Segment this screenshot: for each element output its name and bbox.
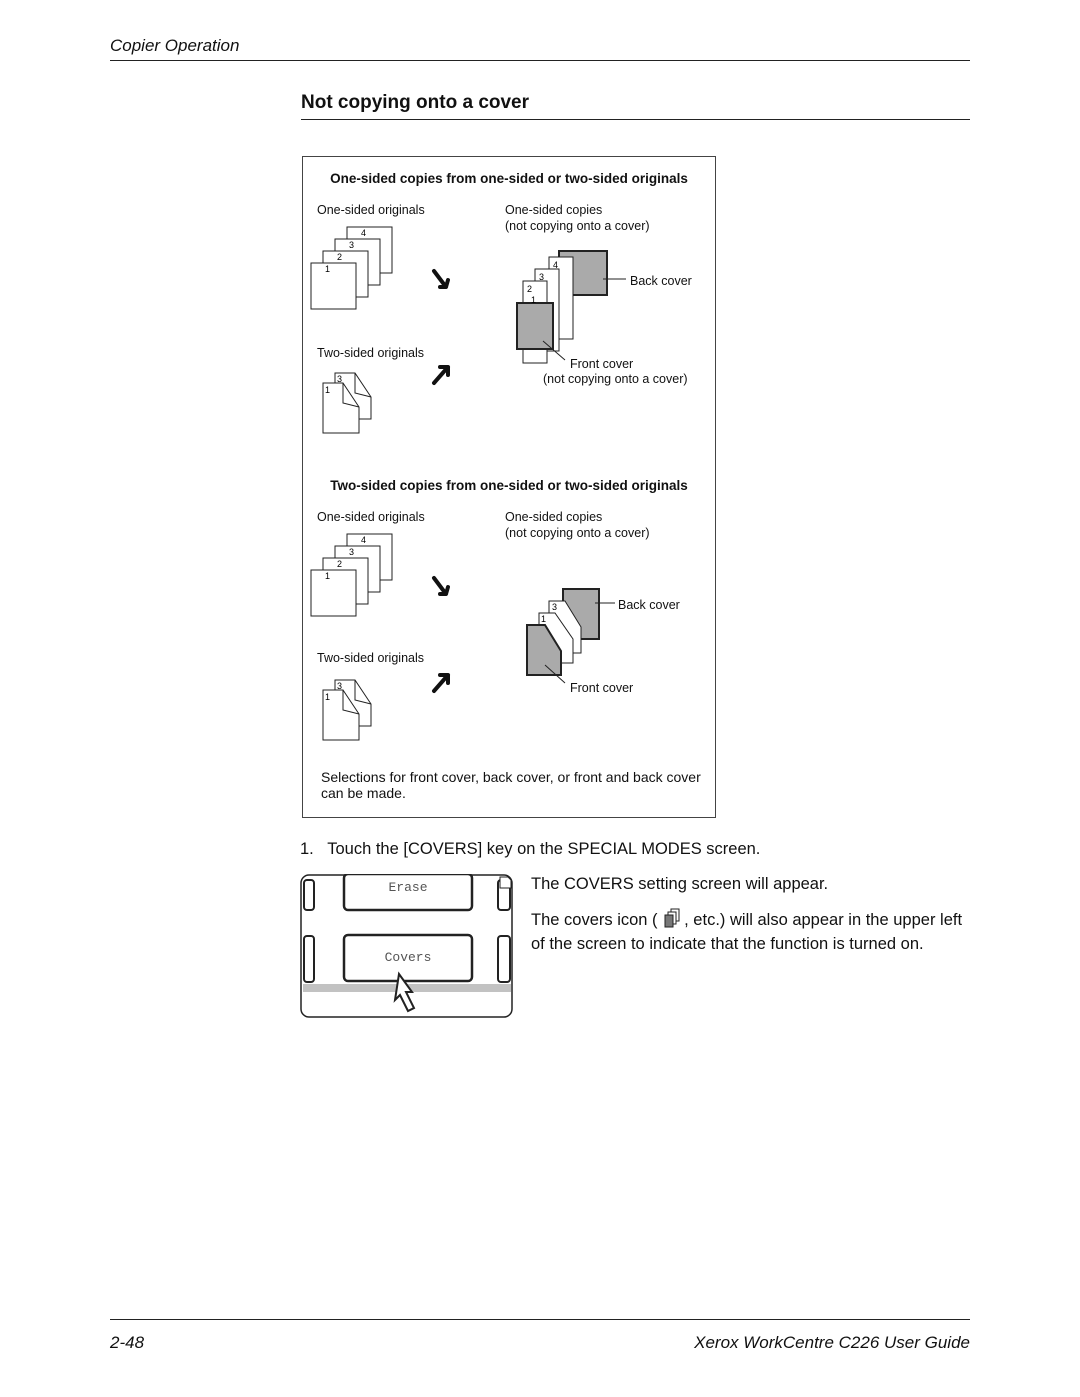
page-number-label: 2 bbox=[337, 559, 342, 569]
figure-caption: Selections for front cover, back cover, … bbox=[321, 769, 701, 801]
cover-diagram-figure: One-sided copies from one-sided or two-s… bbox=[302, 156, 716, 818]
sec2-back-cover-label: Back cover bbox=[618, 598, 680, 612]
sec1-back-cover-label: Back cover bbox=[630, 274, 692, 288]
figure-section-2-heading: Two-sided copies from one-sided or two-s… bbox=[330, 478, 688, 493]
sec1-left-bottom-label: Two-sided originals bbox=[317, 346, 424, 360]
sec1-one-sided-originals-stack: 4 3 2 1 bbox=[310, 226, 393, 310]
sec1-right-top-label-1: One-sided copies bbox=[505, 203, 603, 217]
page-number-label: 4 bbox=[361, 535, 366, 545]
cover-diagram-illustrations: 4 3 2 1 3 1 4 3 2 1 bbox=[310, 226, 626, 741]
sec2-left-bottom-label: Two-sided originals bbox=[317, 651, 424, 665]
arrow-icon bbox=[432, 365, 450, 385]
erase-key[interactable] bbox=[342, 874, 474, 912]
touch-screen-illustration: Erase Covers bbox=[300, 874, 513, 1018]
covers-key[interactable] bbox=[342, 933, 474, 983]
sec2-two-sided-copies-stack: 3 1 bbox=[526, 588, 615, 684]
step-number: 1. bbox=[300, 840, 314, 858]
page-number-label: 3 bbox=[539, 272, 544, 282]
page-number-label: 2 bbox=[527, 284, 532, 294]
page-number-label: 3 bbox=[337, 681, 342, 691]
page-number-label: 3 bbox=[349, 547, 354, 557]
arrow-icon bbox=[432, 576, 450, 596]
page-number-label: 1 bbox=[325, 385, 330, 395]
body-text-before-icon: The covers icon ( bbox=[531, 911, 658, 929]
sec1-right-top-label-2: (not copying onto a cover) bbox=[505, 219, 650, 233]
sec2-front-cover-label-1: Front cover bbox=[570, 681, 634, 695]
sec2-one-sided-originals-stack: 4 3 2 1 bbox=[310, 533, 393, 617]
body-text-paragraph: The covers icon ( , etc.) will also appe… bbox=[531, 908, 971, 956]
footer-rule bbox=[110, 1319, 970, 1320]
arrow-icon bbox=[432, 673, 450, 693]
erase-key-label: Erase bbox=[388, 880, 427, 895]
figure-section-1-heading: One-sided copies from one-sided or two-s… bbox=[330, 171, 688, 186]
page-number-label: 3 bbox=[337, 374, 342, 384]
body-text-after-icon: , etc.) will also appear in the upper le… bbox=[531, 911, 963, 953]
sec2-right-top-label-2: (not copying onto a cover) bbox=[505, 526, 650, 540]
page-number-label: 3 bbox=[552, 602, 557, 612]
sec1-two-sided-originals-stack: 3 1 bbox=[322, 372, 372, 434]
step-text: Touch the [COVERS] key on the SPECIAL MO… bbox=[327, 840, 761, 858]
covers-icon bbox=[664, 908, 680, 928]
page-number-label: 4 bbox=[553, 260, 558, 270]
sec2-left-top-label: One-sided originals bbox=[317, 510, 425, 524]
sec2-right-top-label-1: One-sided copies bbox=[505, 510, 603, 524]
page-number-label: 1 bbox=[325, 264, 330, 274]
page-number-label: 1 bbox=[541, 614, 546, 624]
page-number: 2-48 bbox=[110, 1333, 145, 1352]
page-number-label: 1 bbox=[531, 295, 536, 305]
step-1: 1. Touch the [COVERS] key on the SPECIAL… bbox=[300, 840, 760, 859]
sec1-one-sided-copies-stack: 4 3 2 1 bbox=[516, 250, 626, 364]
sec2-two-sided-originals-stack: 3 1 bbox=[322, 679, 372, 741]
sec1-front-cover-label-1: Front cover bbox=[570, 357, 634, 371]
title-rule bbox=[301, 119, 970, 120]
guide-title: Xerox WorkCentre C226 User Guide bbox=[694, 1333, 970, 1352]
page-corner-icon bbox=[499, 876, 512, 889]
sec1-front-cover-label-2: (not copying onto a cover) bbox=[543, 372, 688, 386]
pointer-hand-icon bbox=[393, 971, 416, 1013]
page-number-label: 4 bbox=[361, 228, 366, 238]
covers-key-label: Covers bbox=[385, 950, 432, 965]
header-rule bbox=[110, 60, 970, 61]
page-number-label: 2 bbox=[337, 252, 342, 262]
page-number-label: 1 bbox=[325, 571, 330, 581]
section-header: Copier Operation bbox=[110, 36, 240, 55]
page-number-label: 1 bbox=[325, 692, 330, 702]
page-number-label: 3 bbox=[349, 240, 354, 250]
body-text-line-1: The COVERS setting screen will appear. bbox=[531, 875, 829, 893]
page-title: Not copying onto a cover bbox=[301, 92, 530, 113]
arrow-icon bbox=[432, 269, 450, 289]
sec1-left-top-label: One-sided originals bbox=[317, 203, 425, 217]
